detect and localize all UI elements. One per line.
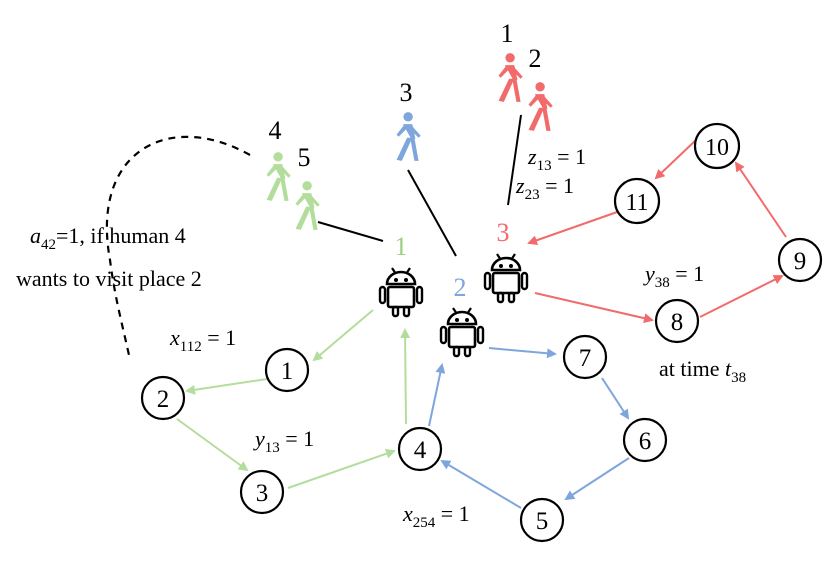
robot-2-icon (439, 306, 485, 358)
annotation-x254: x254 = 1 (402, 501, 470, 531)
place-node-4: 4 (397, 426, 443, 472)
edge-4-to-robot1 (400, 328, 411, 425)
edge-8-to-9 (699, 275, 784, 318)
annotation-z23: z23 = 1 (515, 173, 574, 203)
place-label-9: 9 (794, 248, 807, 275)
place-label-5: 5 (536, 508, 549, 535)
human-5-icon (295, 181, 320, 230)
place-node-9: 9 (777, 237, 823, 283)
annotation-x112: x112 = 1 (169, 325, 236, 355)
annotation-time: at time t38 (659, 356, 746, 386)
edge-4-to-robot2 (428, 363, 446, 427)
place-nodes: 1 2 3 4 5 6 7 8 (140, 122, 823, 543)
robots: 1 2 3 (378, 218, 529, 358)
assignment-lines (105, 114, 522, 361)
edge-1-to-2 (185, 378, 268, 395)
route-robot-3 (527, 139, 787, 324)
robot-3-icon (483, 252, 529, 304)
edge-robot2-to-7 (488, 347, 557, 359)
human-2-label: 2 (529, 44, 542, 73)
humans: 1 2 3 4 5 (266, 19, 553, 230)
annotation-z13: z13 = 1 (527, 144, 586, 174)
annotation-a42: a42=1, if human 4 (30, 223, 186, 253)
place-node-1: 1 (264, 347, 310, 393)
human-2-icon (528, 82, 553, 131)
edge-9-to-10 (734, 161, 787, 238)
human-1-icon (498, 53, 523, 102)
preference-dashed-link (105, 135, 251, 361)
annotation-y13: y13 = 1 (253, 426, 314, 456)
place-node-2: 2 (140, 375, 186, 421)
human-4-label: 4 (269, 116, 282, 145)
link-human45-robot1 (317, 221, 384, 242)
human-5-label: 5 (298, 143, 311, 172)
human-3-label: 3 (400, 78, 413, 107)
human-3-icon (396, 112, 421, 161)
edge-5-to-4 (440, 459, 522, 509)
place-label-1: 1 (281, 358, 294, 385)
place-label-4: 4 (414, 437, 427, 464)
place-node-11: 11 (613, 177, 661, 225)
edge-robot1-to-1 (312, 309, 374, 362)
route-robot-2 (428, 347, 630, 509)
robot-1-icon (378, 266, 424, 318)
route-robot-1 (176, 309, 411, 489)
place-label-6: 6 (639, 428, 652, 455)
annotation-a42-line2: wants to visit place 2 (16, 266, 202, 291)
place-node-8: 8 (654, 298, 700, 344)
place-label-2: 2 (157, 386, 170, 413)
place-label-11: 11 (625, 190, 648, 216)
place-label-7: 7 (579, 345, 592, 372)
place-label-3: 3 (256, 480, 269, 507)
place-node-7: 7 (562, 334, 608, 380)
place-label-10: 10 (705, 135, 729, 161)
link-human12-robot3 (507, 114, 522, 206)
place-label-8: 8 (671, 309, 684, 336)
human-1-label: 1 (501, 19, 514, 48)
edge-11-to-robot3 (527, 210, 621, 246)
human-4-icon (266, 152, 291, 201)
place-node-6: 6 (622, 417, 668, 463)
annotation-y38: y38 = 1 (643, 261, 704, 291)
edge-robot3-to-8 (534, 292, 654, 324)
edge-6-to-5 (564, 457, 630, 501)
edge-3-to-4 (287, 448, 396, 489)
place-node-5: 5 (519, 497, 565, 543)
robot-3-label: 3 (497, 218, 510, 247)
edge-7-to-6 (601, 377, 630, 420)
edge-2-to-3 (176, 418, 249, 472)
place-node-10: 10 (693, 122, 741, 170)
edge-10-to-11 (654, 139, 697, 180)
robot-2-label: 2 (454, 273, 467, 302)
place-node-3: 3 (239, 469, 285, 515)
link-human3-robot2 (407, 169, 457, 257)
robot-1-label: 1 (395, 232, 408, 261)
annotations: x112 = 1 y13 = 1 x254 = 1 y38 = 1 z13 = … (16, 144, 746, 531)
